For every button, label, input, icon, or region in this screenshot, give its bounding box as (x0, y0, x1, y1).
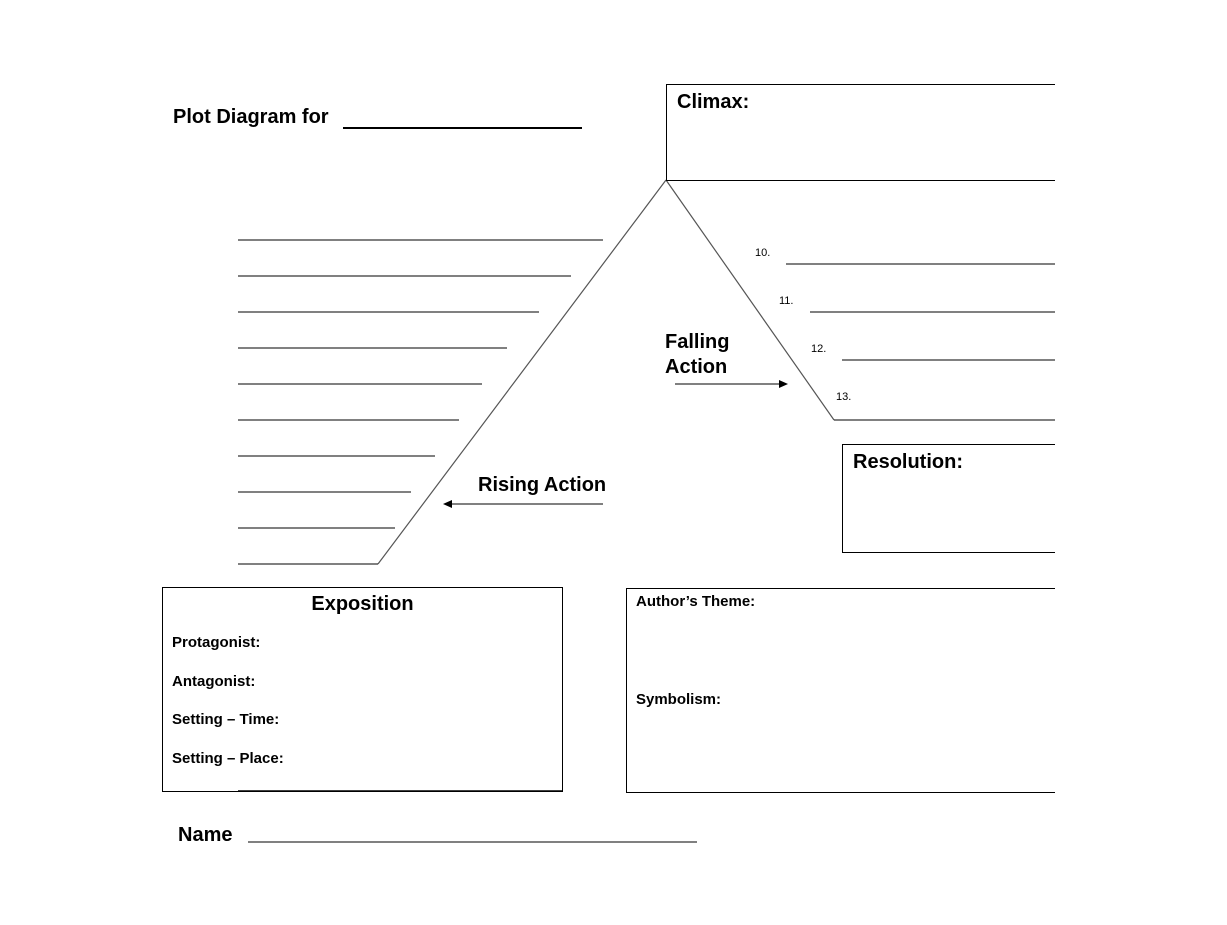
antagonist-label: Antagonist: (172, 673, 256, 690)
falling-number-12: 12. (811, 343, 827, 355)
page-title: Plot Diagram for (173, 106, 329, 128)
exposition-heading: Exposition (311, 593, 414, 615)
falling-number-11: 11. (779, 295, 794, 307)
title-blank-line[interactable] (343, 127, 582, 129)
protagonist-label: Protagonist: (172, 634, 261, 651)
name-label: Name (178, 824, 233, 846)
authors-theme-label: Author’s Theme: (636, 593, 756, 610)
falling-number-10: 10. (755, 247, 771, 259)
rising-action-label: Rising Action (478, 474, 607, 496)
resolution-label: Resolution: (853, 451, 963, 473)
symbolism-label: Symbolism: (636, 691, 722, 708)
resolution-box[interactable]: Resolution: (842, 444, 1055, 553)
climax-box[interactable]: Climax: (666, 84, 1055, 181)
falling-number-13: 13. (836, 391, 852, 403)
exposition-box[interactable]: Exposition Protagonist: Antagonist: Sett… (162, 587, 563, 792)
falling-action-label-line1: Falling (665, 331, 730, 353)
setting-place-label: Setting – Place: (172, 750, 284, 767)
setting-time-label: Setting – Time: (172, 711, 280, 728)
rising-slope-line (377, 179, 667, 565)
theme-symbolism-box[interactable]: Author’s Theme: Symbolism: (626, 588, 1055, 793)
falling-slope-line (665, 179, 835, 421)
climax-label: Climax: (677, 91, 750, 113)
falling-action-label: Falling Action (665, 330, 729, 380)
falling-arrow-icon (779, 380, 788, 388)
falling-action-label-line2: Action (665, 356, 728, 378)
rising-arrow-icon (443, 500, 452, 508)
